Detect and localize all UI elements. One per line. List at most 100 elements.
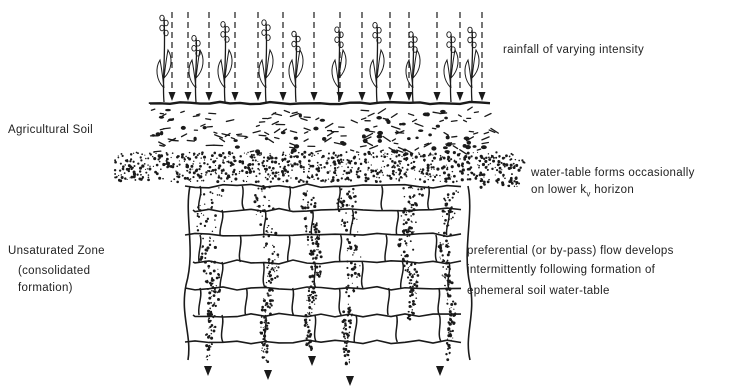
soil-fragment [197,114,200,115]
bypass-channel-dot [263,247,265,249]
plant-leaf [377,50,384,78]
bypass-channel-dot [452,192,455,195]
bypass-channel-dot [318,230,320,232]
consolidated-formation-label-line2: formation) [18,281,73,296]
bypass-channel-dot [312,197,314,199]
soil-clod [235,145,240,148]
bypass-channel-dot [271,228,273,230]
bypass-channel-dot [263,236,265,238]
soil-fragment [474,112,478,113]
stipple-dot [321,157,323,159]
stipple-dot [192,176,194,178]
stipple-dot [303,156,306,159]
bypass-channel-dot [448,284,450,286]
stipple-dot [423,180,426,183]
bypass-channel-dot [411,231,414,234]
soil-fragment [220,138,225,141]
stipple-dot [224,156,227,159]
bypass-channel-dot [349,247,352,250]
bypass-channel-dot [272,245,273,246]
stipple-dot [342,162,343,163]
stipple-dot [140,174,142,176]
stipple-dot [398,174,400,176]
bypass-channel-dot [346,221,348,223]
stipple-dot [454,161,457,164]
bypass-channel-dot [267,232,268,233]
bypass-channel-dot [312,242,315,245]
rain-arrowhead [406,92,413,101]
stipple-dot [488,179,490,181]
bypass-channel-dot [215,227,216,228]
bypass-channel-dot [349,326,351,328]
bypass-channel-dot [401,238,403,240]
bypass-channel-dot [421,194,424,197]
bypass-channel-dot [455,190,457,192]
stipple-dot [368,167,370,169]
stipple-dot [274,175,276,177]
stipple-dot [158,154,161,157]
plant-seed-head [221,32,225,38]
soil-clod [341,142,346,146]
bypass-channel-dot [254,194,257,197]
stipple-dot [210,173,212,175]
stipple-dot [114,161,117,164]
bypass-channel-dot [311,239,313,241]
stipple-dot [182,175,184,177]
stipple-dot [147,168,148,169]
bypass-channel-dot [306,228,307,229]
stipple-dot [215,172,216,173]
bypass-channel-dot [267,294,270,297]
bypass-channel-dot [274,259,275,260]
bypass-channel-dot [411,220,412,221]
soil-clod [386,120,390,124]
rock-joint-vertical [438,288,440,315]
stipple-dot [269,153,270,154]
stipple-dot [463,158,466,161]
stipple-dot [334,167,336,169]
stipple-dot [153,166,154,167]
soil-clod [376,116,382,120]
stipple-dot [374,170,377,173]
bypass-channel-dot [349,309,350,310]
bypass-channel-dot [264,286,266,288]
bypass-channel-dot [449,333,452,336]
bypass-channel-dot [351,268,354,271]
stipple-dot [332,157,334,159]
bypass-channel-dot [453,309,454,310]
stipple-dot [428,155,430,157]
bypass-channel-dot [409,186,412,189]
water-table-line2-suffix: horizon [591,184,634,196]
bypass-channel-dot [346,340,349,343]
stipple-dot [139,167,142,170]
bypass-channel-dot [408,235,410,237]
bypass-channel-dot [270,278,273,281]
stipple-dot [346,159,348,161]
bypass-channel-dot [312,287,315,290]
bypass-channel-dot [262,350,263,351]
bypass-channel-dot [271,262,274,265]
bypass-channel-dot [261,308,264,311]
outflow-arrowhead [204,366,212,376]
stipple-dot [429,175,431,177]
stipple-dot [337,167,339,169]
rock-joint-vertical [401,262,404,288]
bypass-channel-dot [267,275,268,276]
stipple-dot [387,164,389,166]
stipple-dot [301,180,302,181]
bypass-channel-dot [264,319,266,321]
bypass-channel-dot [268,225,270,227]
bypass-channel-dot [448,332,449,333]
bypass-channel-dot [317,249,318,250]
bypass-channel-dot [345,328,348,331]
bypass-channel-dot [403,219,404,220]
bypass-channel-dot [447,260,449,262]
bypass-channel-dot [403,207,406,210]
bypass-channel-dot [218,276,220,278]
stipple-dot [118,179,120,181]
stipple-dot [264,168,266,170]
stipple-dot [442,156,443,157]
bypass-channel-dot [260,327,261,328]
stipple-dot [228,156,229,157]
bypass-channel-dot [442,210,445,213]
stipple-dot [218,175,220,177]
